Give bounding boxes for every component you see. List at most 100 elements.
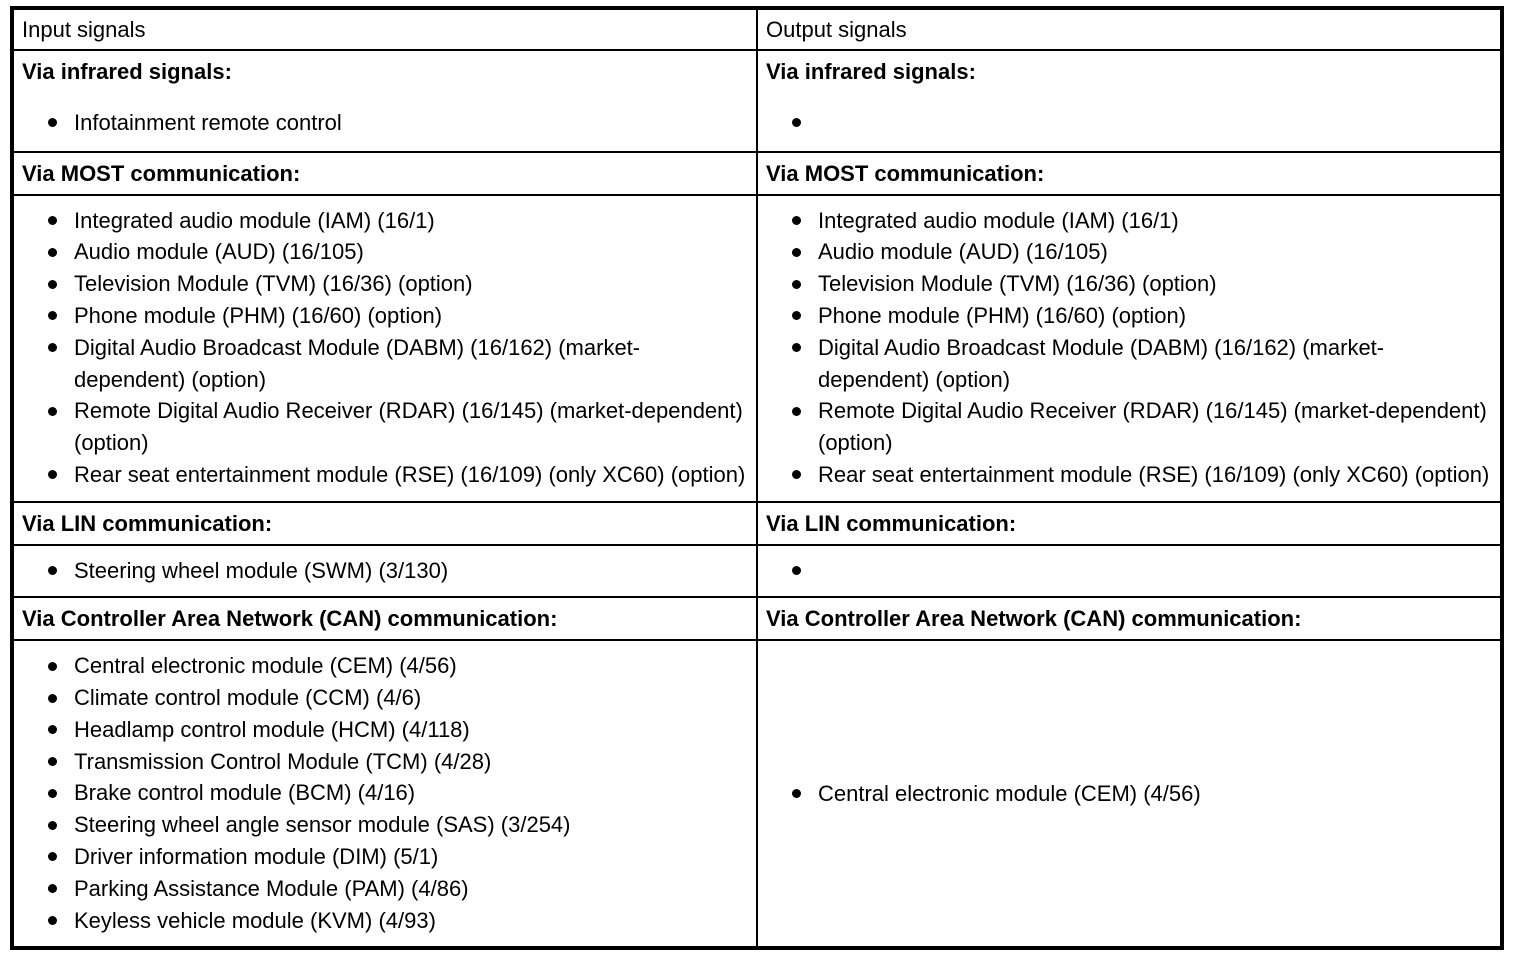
- lin-output-list-wrap: [758, 546, 1500, 594]
- list-item: Integrated audio module (IAM) (16/1): [22, 205, 748, 237]
- list-item-label: Rear seat entertainment module (RSE) (16…: [818, 461, 1490, 487]
- list-item: Rear seat entertainment module (RSE) (16…: [766, 459, 1492, 491]
- section-list-row-can: Central electronic module (CEM) (4/56) C…: [11, 639, 1503, 950]
- infrared-input-list: Infotainment remote control: [14, 85, 756, 151]
- can-output-list: Central electronic module (CEM) (4/56): [766, 778, 1492, 810]
- bullet-icon: [48, 820, 57, 830]
- infrared-output-block: Via infrared signals:: [758, 51, 1500, 148]
- list-item: Television Module (TVM) (16/36) (option): [22, 268, 748, 300]
- list-item: Central electronic module (CEM) (4/56): [766, 778, 1492, 810]
- list-item: Television Module (TVM) (16/36) (option): [766, 268, 1492, 300]
- list-item-label: Phone module (PHM) (16/60) (option): [74, 302, 443, 328]
- list-item-label: Audio module (AUD) (16/105): [74, 239, 364, 265]
- cell-lin-heading-output: Via LIN communication:: [756, 500, 1503, 546]
- list-item: Brake control module (BCM) (4/16): [22, 777, 748, 809]
- list-item-label: Keyless vehicle module (KVM) (4/93): [74, 907, 436, 933]
- cell-most-heading-output: Via MOST communication:: [756, 150, 1503, 196]
- section-heading-lin-output: Via LIN communication:: [766, 510, 1017, 536]
- list-item-label: Driver information module (DIM) (5/1): [74, 844, 439, 870]
- section-list-row-most: Integrated audio module (IAM) (16/1) Aud…: [11, 193, 1503, 503]
- most-input-list: Integrated audio module (IAM) (16/1) Aud…: [22, 205, 748, 491]
- bullet-icon: [48, 247, 57, 257]
- section-heading-row-most: Via MOST communication: Via MOST communi…: [11, 150, 1503, 196]
- cell-can-heading-input: Via Controller Area Network (CAN) commun…: [11, 596, 758, 642]
- section-heading-most-input: Via MOST communication:: [22, 160, 301, 186]
- list-item: Headlamp control module (HCM) (4/118): [22, 714, 748, 746]
- most-input-list-wrap: Integrated audio module (IAM) (16/1) Aud…: [14, 196, 756, 501]
- cell-can-heading-output: Via Controller Area Network (CAN) commun…: [756, 596, 1503, 642]
- list-item: Integrated audio module (IAM) (16/1): [766, 205, 1492, 237]
- bullet-icon: [48, 725, 57, 735]
- list-item-label: Television Module (TVM) (16/36) (option): [74, 271, 473, 297]
- list-item: [766, 107, 1492, 136]
- section-heading-most-output: Via MOST communication:: [766, 160, 1045, 186]
- list-item-label: Central electronic module (CEM) (4/56): [818, 780, 1201, 806]
- list-item: Remote Digital Audio Receiver (RDAR) (16…: [22, 395, 748, 459]
- bullet-icon: [48, 117, 57, 127]
- list-item: Audio module (AUD) (16/105): [22, 236, 748, 268]
- section-heading-row-lin: Via LIN communication: Via LIN communica…: [11, 500, 1503, 546]
- bullet-icon: [48, 470, 57, 480]
- cell-lin-list-input: Steering wheel module (SWM) (3/130): [11, 543, 758, 599]
- bullet-icon: [792, 311, 801, 321]
- list-item: Digital Audio Broadcast Module (DABM) (1…: [22, 332, 748, 396]
- bullet-icon: [792, 216, 801, 226]
- section-heading-lin-input: Via LIN communication:: [22, 510, 273, 536]
- bullet-icon: [48, 566, 57, 576]
- list-item-label: Infotainment remote control: [74, 109, 342, 135]
- list-item-label: Audio module (AUD) (16/105): [818, 239, 1108, 265]
- bullet-icon: [792, 279, 801, 289]
- bullet-icon: [48, 279, 57, 289]
- list-item: Steering wheel angle sensor module (SAS)…: [22, 809, 748, 841]
- cell-most-list-output: Integrated audio module (IAM) (16/1) Aud…: [756, 193, 1503, 503]
- list-item-label: Integrated audio module (IAM) (16/1): [74, 207, 435, 233]
- lin-input-list-wrap: Steering wheel module (SWM) (3/130): [14, 546, 756, 597]
- list-item-label: Steering wheel angle sensor module (SAS)…: [74, 812, 571, 838]
- column-title-input: Input signals: [22, 17, 146, 42]
- can-input-list-wrap: Central electronic module (CEM) (4/56) C…: [14, 641, 756, 946]
- bullet-icon: [48, 788, 57, 798]
- column-title-output: Output signals: [766, 17, 907, 42]
- bullet-icon: [48, 311, 57, 321]
- list-item-label: Brake control module (BCM) (4/16): [74, 780, 416, 806]
- section-heading-infrared-input: Via infrared signals:: [22, 58, 232, 84]
- list-item: Infotainment remote control: [22, 107, 748, 139]
- table-cell-input-title: Input signals: [11, 7, 758, 51]
- cell-infrared-input: Via infrared signals: Infotainment remot…: [11, 48, 758, 153]
- bullet-icon: [48, 884, 57, 894]
- list-item-label: Steering wheel module (SWM) (3/130): [74, 557, 449, 583]
- list-item-label: Rear seat entertainment module (RSE) (16…: [74, 461, 746, 487]
- bullet-icon: [792, 788, 801, 798]
- list-item: Phone module (PHM) (16/60) (option): [766, 300, 1492, 332]
- list-item-label: Parking Assistance Module (PAM) (4/86): [74, 875, 469, 901]
- list-item: Phone module (PHM) (16/60) (option): [22, 300, 748, 332]
- list-item: Audio module (AUD) (16/105): [766, 236, 1492, 268]
- section-row-infrared: Via infrared signals: Infotainment remot…: [11, 48, 1503, 153]
- list-item-label: Headlamp control module (HCM) (4/118): [74, 716, 470, 742]
- section-heading-row-can: Via Controller Area Network (CAN) commun…: [11, 596, 1503, 642]
- bullet-icon: [792, 247, 801, 257]
- bullet-icon: [792, 117, 801, 127]
- lin-output-list: [766, 555, 1492, 584]
- cell-lin-heading-input: Via LIN communication:: [11, 500, 758, 546]
- cell-lin-list-output: [756, 543, 1503, 599]
- bullet-icon: [48, 216, 57, 226]
- list-item: Transmission Control Module (TCM) (4/28): [22, 746, 748, 778]
- cell-can-list-input: Central electronic module (CEM) (4/56) C…: [11, 639, 758, 950]
- list-item-label: Digital Audio Broadcast Module (DABM) (1…: [74, 334, 641, 392]
- cell-most-heading-input: Via MOST communication:: [11, 150, 758, 196]
- bullet-icon: [792, 566, 801, 576]
- list-item-label: Transmission Control Module (TCM) (4/28): [74, 748, 492, 774]
- list-item-label: Digital Audio Broadcast Module (DABM) (1…: [818, 334, 1385, 392]
- bullet-icon: [792, 406, 801, 416]
- lin-input-list: Steering wheel module (SWM) (3/130): [22, 555, 748, 587]
- list-item: Driver information module (DIM) (5/1): [22, 841, 748, 873]
- bullet-icon: [48, 757, 57, 767]
- list-item: Remote Digital Audio Receiver (RDAR) (16…: [766, 395, 1492, 459]
- list-item-label: Remote Digital Audio Receiver (RDAR) (16…: [818, 398, 1487, 456]
- cell-most-list-input: Integrated audio module (IAM) (16/1) Aud…: [11, 193, 758, 503]
- bullet-icon: [48, 693, 57, 703]
- list-item: Central electronic module (CEM) (4/56): [22, 650, 748, 682]
- bullet-icon: [48, 406, 57, 416]
